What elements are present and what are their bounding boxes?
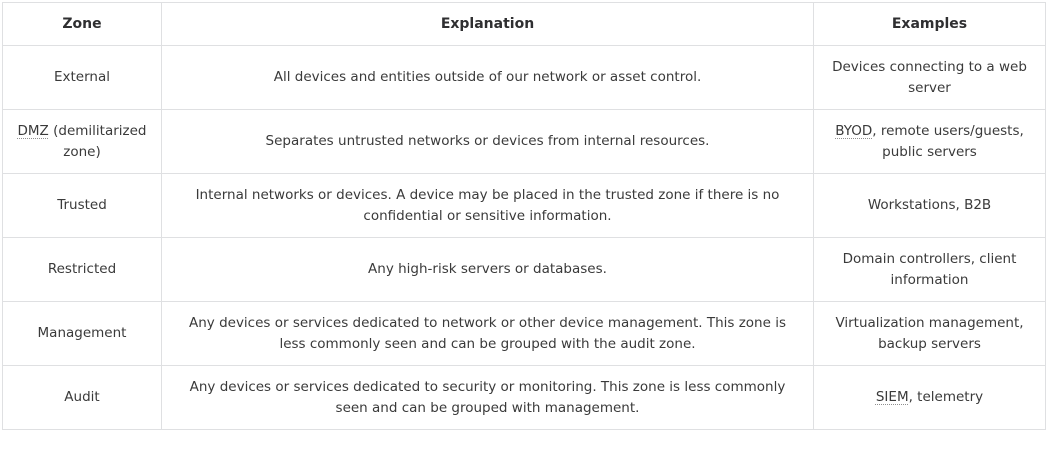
table-row: DMZ (demilitarized zone) Separates untrus…: [2, 109, 1046, 174]
zone-cell: Management: [2, 301, 162, 366]
text-segment: Separates untrusted networks or devices …: [265, 133, 710, 149]
examples-cell: SIEM, telemetry: [813, 365, 1046, 430]
text-segment: Management: [37, 325, 127, 341]
explanation-cell: Separates untrusted networks or devices …: [161, 109, 814, 174]
table-row: Trusted Internal networks or devices. A d…: [2, 173, 1046, 238]
table-row: Management Any devices or services dedica…: [2, 301, 1046, 366]
term-dmz: DMZ: [17, 122, 49, 139]
zone-cell: Trusted: [2, 173, 162, 238]
network-zones-table: Zone Explanation Examples External All de…: [2, 2, 1046, 430]
zone-cell: Audit: [2, 365, 162, 430]
text-segment: Virtualization management, backup server…: [835, 314, 1024, 352]
text-segment: Domain controllers, client information: [842, 250, 1017, 288]
table-row: Audit Any devices or services dedicated t…: [2, 365, 1046, 430]
explanation-cell: All devices and entities outside of our …: [161, 45, 814, 110]
examples-cell: Virtualization management, backup server…: [813, 301, 1046, 366]
text-segment: , remote users/guests, public servers: [872, 122, 1024, 160]
examples-cell: BYOD, remote users/guests, public server…: [813, 109, 1046, 174]
zone-cell: Restricted: [2, 237, 162, 302]
explanation-cell: Internal networks or devices. A device m…: [161, 173, 814, 238]
text-segment: , telemetry: [908, 389, 984, 405]
column-header-explanation: Explanation: [161, 2, 814, 46]
text-segment: Devices connecting to a web server: [832, 58, 1027, 96]
table-header: Zone Explanation Examples: [2, 2, 1046, 46]
term-siem: SIEM: [875, 389, 909, 405]
examples-cell: Devices connecting to a web server: [813, 45, 1046, 110]
text-segment: External: [53, 69, 110, 85]
text-segment: (demilitarized zone): [48, 122, 147, 160]
column-header-zone: Zone: [2, 2, 162, 46]
explanation-cell: Any high-risk servers or databases.: [161, 237, 814, 302]
text-segment: Internal networks or devices. A device m…: [195, 186, 780, 224]
zone-cell: External: [2, 45, 162, 110]
zone-cell: DMZ (demilitarized zone): [2, 109, 162, 174]
explanation-cell: Any devices or services dedicated to sec…: [161, 365, 814, 430]
examples-cell: Domain controllers, client information: [813, 237, 1046, 302]
examples-cell: Workstations, B2B: [813, 173, 1046, 238]
text-segment: Any high-risk servers or databases.: [368, 261, 607, 277]
text-segment: Trusted: [57, 197, 107, 213]
explanation-cell: Any devices or services dedicated to net…: [161, 301, 814, 366]
text-segment: Any devices or services dedicated to sec…: [189, 378, 786, 416]
text-segment: Workstations, B2B: [867, 197, 992, 213]
table-row: Restricted Any high-risk servers or datab…: [2, 237, 1046, 302]
term-byod: BYOD: [835, 122, 873, 139]
text-segment: All devices and entities outside of our …: [273, 69, 702, 85]
text-segment: Restricted: [47, 261, 117, 277]
table-row: External All devices and entities outside…: [2, 45, 1046, 110]
column-header-examples: Examples: [813, 2, 1046, 46]
table-body: External All devices and entities outside…: [2, 45, 1046, 430]
header-row: Zone Explanation Examples: [2, 2, 1046, 46]
text-segment: Any devices or services dedicated to net…: [189, 314, 786, 352]
text-segment: Audit: [64, 389, 100, 405]
